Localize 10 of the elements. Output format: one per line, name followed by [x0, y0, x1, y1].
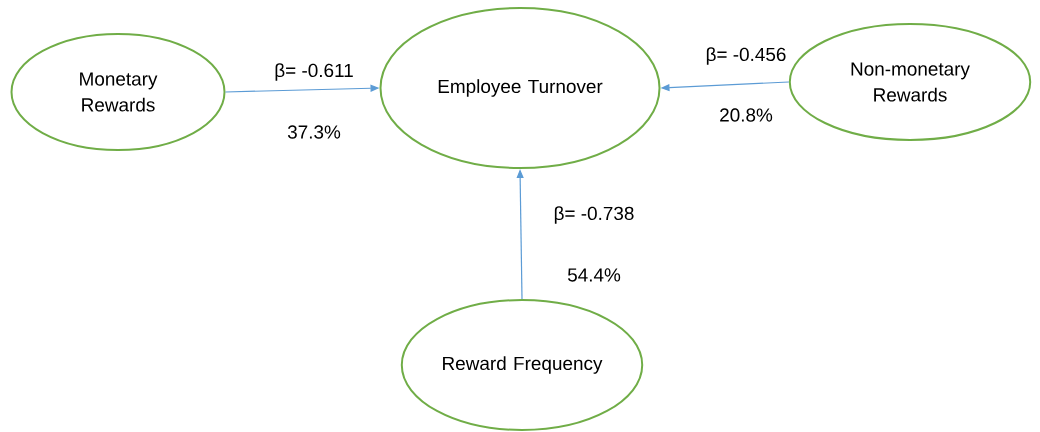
ellipse-node: Non-monetary Rewards	[788, 23, 1032, 141]
ellipse-node: Employee Turnover	[379, 7, 661, 169]
edge-label: β= -0.611	[275, 63, 353, 81]
ellipse-node: Monetary Rewards	[10, 33, 226, 151]
ellipse-node: Reward Frequency	[400, 299, 644, 431]
edge-label: β= -0.456	[706, 47, 786, 65]
edge-label: β= -0.738	[554, 206, 634, 224]
percentage-label: 37.3%	[287, 125, 341, 139]
percentage-label: 54.4%	[567, 268, 621, 282]
percentage-label: 20.8%	[720, 108, 773, 122]
